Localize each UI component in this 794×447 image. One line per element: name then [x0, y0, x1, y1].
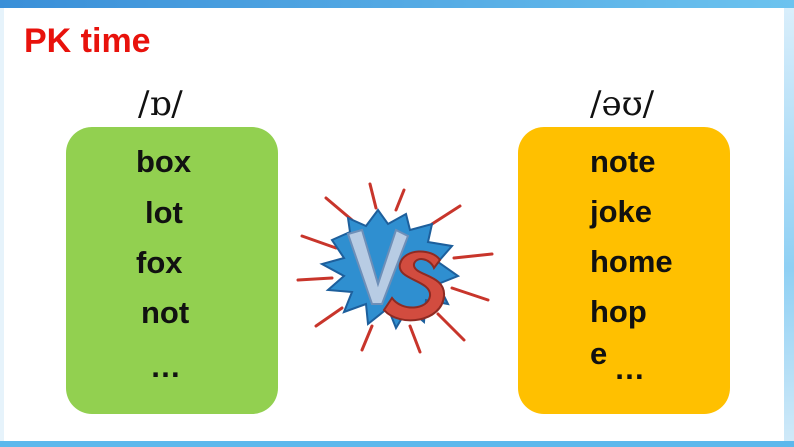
word-joke: joke [590, 194, 653, 229]
word-ellipsis-right: … [614, 351, 645, 386]
top-frame-bar [0, 0, 794, 8]
left-frame-bar [0, 8, 4, 441]
word-hop: hop [590, 294, 647, 329]
word-lot: lot [145, 195, 183, 230]
word-fox: fox [136, 245, 183, 280]
word-note: note [590, 144, 656, 179]
right-frame-bar [784, 8, 794, 441]
slide-title: PK time [24, 22, 151, 60]
word-e: e [590, 336, 608, 371]
word-card-right: note joke home hop e … [518, 127, 730, 414]
vs-burst-icon [292, 180, 504, 355]
word-box: box [136, 144, 192, 179]
word-not: not [141, 295, 190, 330]
word-card-left: box lot fox not … [66, 127, 278, 414]
phoneme-label-left: /ɒ/ [138, 84, 183, 124]
phoneme-label-right: /əʊ/ [590, 84, 655, 124]
word-home: home [590, 244, 673, 279]
bottom-frame-bar [0, 441, 794, 447]
word-ellipsis: … [150, 349, 181, 384]
